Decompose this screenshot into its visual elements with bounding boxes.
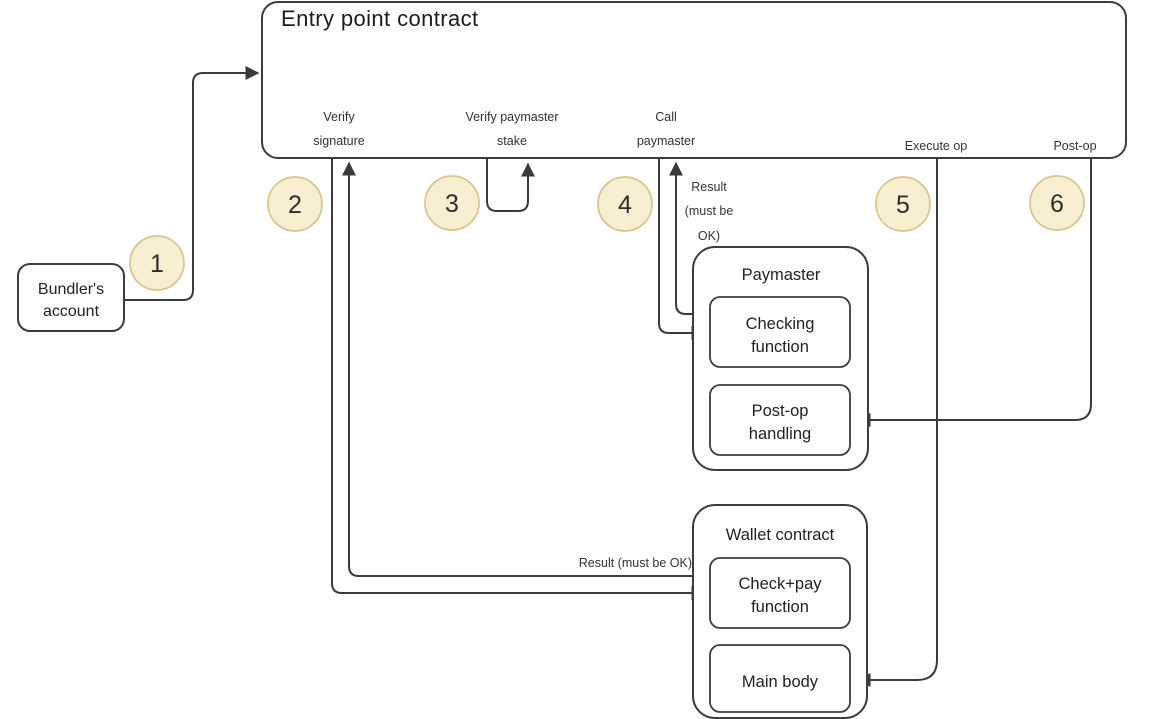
call-paymaster-result-annotation-line1: Result [691, 180, 727, 194]
flow-3-verify-stake-selfloop-arrow [486, 158, 535, 212]
verify-paymaster-stake-label-line2: stake [497, 134, 527, 148]
call-paymaster-label-line2: paymaster [637, 134, 695, 148]
connectors [124, 66, 1092, 687]
bundler-account-label-line1: Bundler's [38, 281, 104, 298]
flow-4-call-paymaster-return-arrow [669, 161, 710, 315]
paymaster-title: Paymaster [742, 266, 821, 284]
wallet-contract-labels: Wallet contract Check+pay function Main … [726, 526, 835, 691]
entry-point-contract-box [261, 1, 1127, 159]
entry-point-labels: Entry point contract Verify signature Ve… [281, 6, 1097, 153]
call-paymaster-result-annotation-line3: OK) [698, 229, 720, 243]
bundler-account-label-line2: account [43, 303, 100, 320]
flow-4-call-paymaster-call-arrow [658, 158, 706, 340]
flow-5-execute-op-arrow [856, 158, 938, 687]
post-op-handling-label-line1: Post-op [752, 402, 809, 420]
main-body-box [709, 644, 851, 713]
bundler-account-box [17, 263, 125, 332]
check-pay-function-box [709, 557, 851, 629]
step-badge-2-number: 2 [288, 191, 302, 219]
check-pay-function-label-line1: Check+pay [738, 575, 822, 593]
step-badge-2 [267, 176, 323, 232]
step-badge-6 [1029, 175, 1085, 231]
call-paymaster-result-annotation-line2: (must be [685, 204, 734, 218]
step-badges: 1 2 3 4 5 6 [129, 175, 1085, 291]
execute-op-label: Execute op [905, 139, 968, 153]
step-badge-4 [597, 176, 653, 232]
step-badge-5 [875, 176, 931, 232]
call-paymaster-label-line1: Call [655, 110, 677, 124]
bundler-account-labels: Bundler's account [38, 281, 104, 320]
post-op-handling-box [709, 384, 851, 456]
flow-1-bundler-to-entry-arrow [124, 66, 260, 301]
verify-signature-label-line1: Verify [323, 110, 355, 124]
step-badge-6-number: 6 [1050, 190, 1064, 218]
verify-signature-label-line2: signature [313, 134, 364, 148]
entry-point-title: Entry point contract [281, 6, 479, 31]
step-badge-4-number: 4 [618, 191, 632, 219]
checking-function-box [709, 296, 851, 368]
check-pay-function-label-line2: function [751, 598, 809, 616]
wallet-contract-title: Wallet contract [726, 526, 835, 544]
step-badge-1-number: 1 [150, 250, 164, 278]
step-badge-5-number: 5 [896, 191, 910, 219]
flow-6-post-op-arrow [856, 158, 1092, 427]
paymaster-labels: Paymaster Checking function Post-op hand… [742, 266, 821, 443]
post-op-handling-label-line2: handling [749, 425, 811, 443]
boxes [17, 1, 1127, 719]
flow-2-verify-signature-return-arrow [342, 161, 710, 577]
annotations: Result (must be OK) Result (must be OK) [579, 180, 734, 570]
step-badge-1 [129, 235, 185, 291]
checking-function-label-line2: function [751, 338, 809, 356]
checking-function-label-line1: Checking [746, 315, 815, 333]
step-badge-3 [424, 175, 480, 231]
check-pay-result-annotation: Result (must be OK) [579, 556, 692, 570]
step-badge-3-number: 3 [445, 190, 459, 218]
verify-paymaster-stake-label-line1: Verify paymaster [465, 110, 558, 124]
post-op-label: Post-op [1053, 139, 1096, 153]
main-body-label: Main body [742, 673, 819, 691]
flow-2-verify-signature-call-arrow [331, 158, 706, 600]
